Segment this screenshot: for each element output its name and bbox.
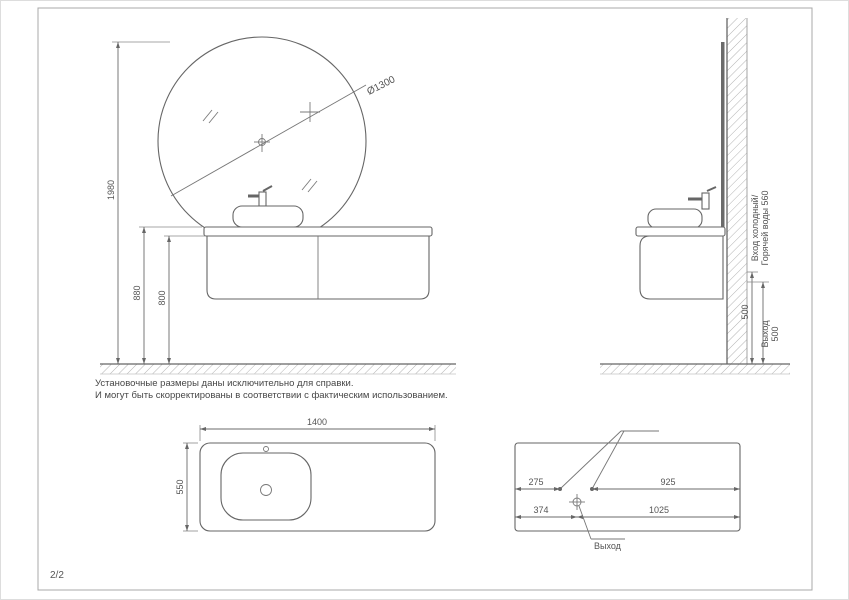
- floor-front: [100, 363, 456, 375]
- sink-side: [647, 208, 703, 229]
- plan-view: 1400 550: [175, 417, 436, 532]
- side-view: Вход холодный/ Горячей воды 560 500 Выхо…: [600, 18, 790, 375]
- countertop-side: [635, 226, 726, 237]
- outlet-label-line1: Выход: [760, 320, 770, 348]
- dimension-drain-right-label: 1025: [649, 505, 669, 515]
- dimension-inlet-right: 925: [592, 477, 740, 492]
- note-line-2: И могут быть скорректированы в соответст…: [95, 390, 448, 401]
- outlet-label-line2: 500: [770, 326, 780, 341]
- faucet-front: [248, 185, 273, 207]
- outlet-callout-label: Выход: [594, 541, 622, 551]
- dimension-counter-height: 880: [132, 226, 202, 364]
- notes: Установочные размеры даны исключительно …: [95, 378, 448, 401]
- front-view: Ø1300 1980 880: [100, 36, 456, 375]
- mid-dim-label: 500: [740, 304, 750, 319]
- dimension-cabinet-height: 800: [157, 235, 205, 364]
- border-frame: [37, 7, 813, 591]
- mirror-side-profile: [721, 42, 725, 227]
- glass-reflection-marks: [202, 102, 320, 193]
- dimension-cabinet-height-label: 800: [157, 290, 167, 305]
- sink-front: [232, 205, 304, 228]
- dimension-inlet-left-label: 275: [528, 477, 543, 487]
- outlet-plan-view: 275 925 374 1025 Выход: [514, 430, 741, 551]
- inlet-label-line2: Горячей воды 560: [760, 190, 770, 265]
- wall-section: [726, 18, 748, 364]
- dimension-plan-width-label: 1400: [307, 417, 327, 427]
- countertop-front: [203, 226, 433, 237]
- page-number: 2/2: [50, 570, 64, 581]
- dimension-drain-right: 1025: [577, 505, 740, 520]
- outlet-countertop-plan: [514, 442, 741, 532]
- floor-side: [600, 363, 790, 375]
- dimension-plan-depth: 550: [175, 442, 198, 532]
- dimension-plan-depth-label: 550: [175, 479, 185, 494]
- drain-outlet-symbol: [569, 494, 585, 510]
- drain-hole: [260, 484, 272, 496]
- mirror-diameter-label: Ø1300: [365, 74, 397, 98]
- dimension-total-height-label: 1980: [106, 180, 116, 200]
- mirror-diameter-line: [170, 84, 367, 197]
- dimension-drain-left-label: 374: [533, 505, 548, 515]
- dimension-drain-outlet: 500 Выход 500: [740, 281, 780, 364]
- dimension-plan-width: 1400: [199, 417, 436, 441]
- sink-plan: [220, 452, 312, 521]
- dimension-counter-height-label: 880: [132, 285, 142, 300]
- inlet-label-line1: Вход холодный/: [750, 194, 760, 261]
- dimension-inlet-right-label: 925: [660, 477, 675, 487]
- note-line-1: Установочные размеры даны исключительно …: [95, 378, 353, 389]
- dimension-total-height: 1980: [106, 41, 170, 364]
- dimension-water-inlet: Вход холодный/ Горячей воды 560: [747, 190, 770, 364]
- faucet-hole: [263, 446, 269, 452]
- dimension-inlet-left: 275: [515, 477, 560, 492]
- outlet-callout: Выход: [578, 505, 625, 551]
- faucet-side: [688, 186, 717, 210]
- cabinet-side: [639, 235, 724, 300]
- dimension-drain-left: 374: [515, 505, 577, 520]
